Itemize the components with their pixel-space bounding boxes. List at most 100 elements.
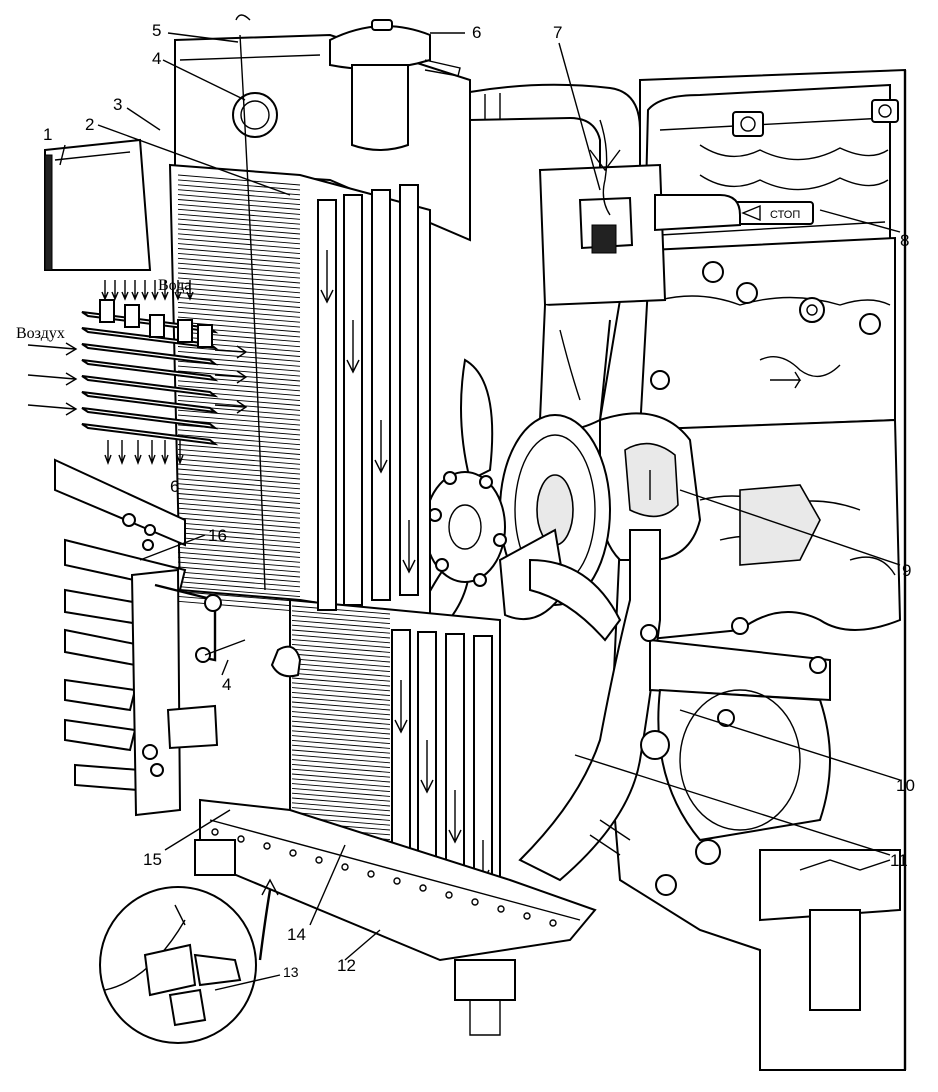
upper-hose <box>469 83 641 201</box>
fin-line <box>177 287 301 299</box>
fin-line <box>177 213 301 225</box>
fin-line <box>291 768 391 778</box>
fin-line <box>291 682 391 692</box>
fin-line <box>291 672 391 682</box>
fin-line <box>177 208 301 220</box>
air-arrow-out <box>214 400 248 414</box>
fin-line <box>291 778 391 788</box>
water-arrow-out <box>134 440 142 465</box>
fin-line <box>291 749 391 759</box>
water-arrow-in <box>174 280 182 301</box>
fin-line <box>177 434 301 446</box>
fin-line <box>177 571 301 583</box>
fin-line <box>291 720 391 730</box>
water-arrow-out <box>161 440 169 465</box>
fin-line <box>291 629 391 639</box>
fin-line <box>177 238 301 250</box>
inset-tube <box>177 319 193 343</box>
fan-hub <box>424 471 507 587</box>
fin-line <box>177 414 301 426</box>
air-arrow-in <box>27 372 78 386</box>
water-arrow-in <box>186 280 194 301</box>
fin-line <box>291 658 391 668</box>
fin-line <box>177 223 301 235</box>
fin-line <box>291 754 391 764</box>
fin-line <box>291 744 391 754</box>
label-6: 6 <box>472 23 481 42</box>
fin-line <box>177 453 301 465</box>
water-pump-housing <box>599 412 702 561</box>
fin-line <box>177 458 301 470</box>
fin-line <box>177 497 301 509</box>
fin-line <box>177 522 301 534</box>
fin-line <box>291 648 391 658</box>
fin-line <box>177 272 301 284</box>
fin-line <box>291 615 391 625</box>
label-16: 16 <box>208 526 227 545</box>
tank-hole <box>419 884 427 892</box>
fin-line <box>177 576 301 588</box>
label-5: 5 <box>152 21 161 40</box>
fin-line <box>177 311 301 323</box>
fin-line <box>177 488 301 500</box>
inset-plate <box>81 423 219 446</box>
fin-line <box>291 687 391 697</box>
water-label: Вода <box>158 277 191 294</box>
inset-tubes <box>99 299 213 348</box>
fin-line <box>291 610 391 620</box>
tank-hole <box>237 835 245 843</box>
fin-line <box>177 399 301 411</box>
fin-line <box>177 233 301 245</box>
cover-bolt-1 <box>732 111 764 137</box>
water-tubes-upper <box>317 184 419 611</box>
inset-plate <box>81 359 219 382</box>
fin-line <box>291 715 391 725</box>
fin-line <box>177 385 301 397</box>
inset-tube <box>99 299 115 323</box>
fin-line <box>291 787 391 797</box>
fin-line <box>291 619 391 629</box>
label-1: 1 <box>43 125 52 144</box>
label-13: 13 <box>283 964 299 980</box>
fin-line <box>177 282 301 294</box>
fin-line <box>177 556 301 568</box>
fin-line <box>177 493 301 504</box>
thermostat-housing <box>538 119 667 307</box>
inset-plates <box>81 311 219 446</box>
fin-line <box>177 228 301 240</box>
fan-blades <box>418 358 622 642</box>
tank-hole <box>549 919 557 927</box>
water-arrow-out <box>176 440 184 465</box>
fin-line <box>177 507 301 519</box>
air-arrow-in <box>27 342 78 356</box>
fin-line <box>291 711 391 721</box>
fin-line <box>177 478 301 490</box>
fin-line <box>177 409 301 421</box>
fin-line <box>291 739 391 749</box>
tank-hole <box>367 870 375 878</box>
fin-line <box>177 248 301 259</box>
fin-line <box>291 759 391 769</box>
label-12: 12 <box>337 956 356 975</box>
fin-line <box>177 483 301 495</box>
label-3: 3 <box>113 95 122 114</box>
radiator-mount <box>194 839 516 1036</box>
label-14: 14 <box>287 925 306 944</box>
fin-line <box>291 706 391 716</box>
fin-line <box>177 468 301 480</box>
cover-bolt-2 <box>871 99 899 123</box>
tank-hole <box>263 842 271 850</box>
fin-line <box>291 624 391 634</box>
fin-line <box>177 252 301 264</box>
inset-tube <box>149 314 165 338</box>
oil-filter-assembly <box>640 617 831 896</box>
lower-hose <box>518 529 661 882</box>
inset-air-arrows <box>27 342 248 416</box>
fin-line <box>177 448 301 460</box>
fin-line <box>291 691 391 701</box>
fin-line <box>291 634 391 644</box>
fin-line <box>177 532 301 544</box>
inset-plate <box>81 391 219 414</box>
fin-line <box>291 701 391 711</box>
water-arrow-in <box>101 280 109 301</box>
